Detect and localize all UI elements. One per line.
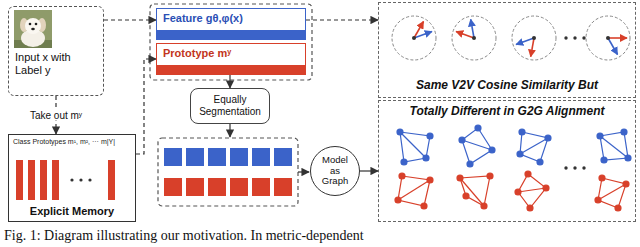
input-box: Input x with Label y [8, 6, 104, 96]
node-text: Model as Graph [317, 155, 353, 187]
figure-caption: Fig. 1: Diagram illustrating our motivat… [4, 228, 364, 244]
edge-label: Take out mʸ [28, 110, 84, 121]
graph-pairs [395, 125, 631, 211]
node-text: Feature gθ,φ(x) [163, 12, 299, 25]
v2v-panel: Same V2V Cosine Similarity But [378, 2, 636, 98]
connector-arrow [104, 19, 156, 20]
node-text: Totally Different in G2G Alignment [410, 104, 605, 118]
node-text: Same V2V Cosine Similarity But [416, 78, 598, 92]
segmentation-box: Equally Segmentation [190, 88, 270, 124]
connector-arrow [229, 75, 230, 88]
connector-arrow [306, 19, 378, 20]
node-text: Prototype mʸ [163, 47, 299, 60]
node-text: Class Prototypes m¹, m², ··· m|Y| [13, 138, 131, 146]
connector-arrow [360, 170, 378, 171]
graph-circle: Model as Graph [310, 146, 360, 196]
g2g-panel: Totally Different in G2G Alignment [378, 100, 636, 222]
puppy-image [14, 10, 52, 48]
connector-arrow [136, 59, 156, 154]
flow-arrow [298, 171, 309, 172]
segment-blocks [158, 138, 298, 206]
prototype-bar: Prototype mʸ [156, 43, 306, 75]
memory-prototypes [16, 160, 115, 200]
flow-arrow [229, 124, 230, 137]
feature-container [150, 4, 312, 80]
node-heading: Explicit Memory [13, 205, 131, 218]
memory-box: Class Prototypes m¹, m², ··· m|Y| Explici… [8, 134, 136, 222]
vector-pairs [392, 16, 630, 60]
node-text: Equally Segmentation [193, 94, 267, 118]
feature-bar: Feature gθ,φ(x) [156, 8, 306, 40]
node-text: Input x with Label y [15, 51, 97, 77]
